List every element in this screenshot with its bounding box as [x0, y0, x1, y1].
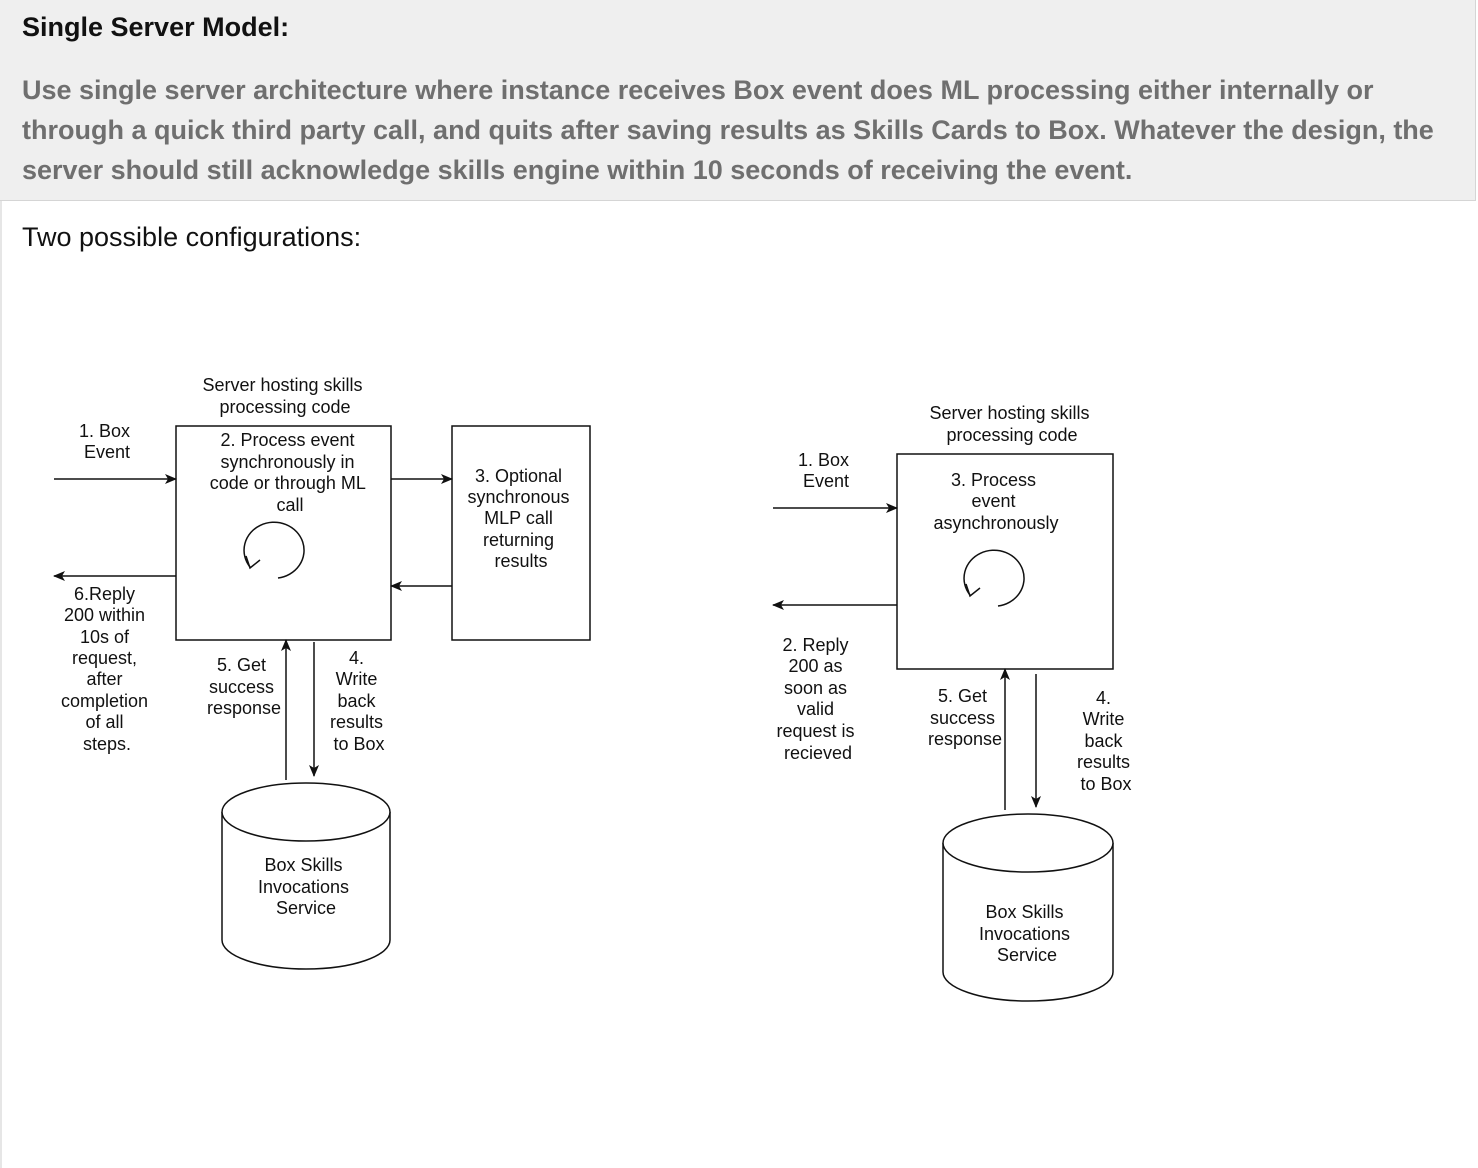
right-get-label: 5. Get success response	[928, 686, 1002, 749]
right-incoming-label: 1. Box Event	[798, 450, 854, 491]
left-get-label: 5. Get success response	[207, 655, 281, 718]
left-reply-label: 6.Reply 200 within 10s of request, after…	[61, 584, 153, 754]
left-database-cylinder	[221, 782, 391, 970]
left-mlp-box	[451, 425, 591, 641]
left-cycle-icon	[243, 521, 305, 579]
right-reply-label: 2. Reply 200 as soon as valid request is…	[776, 635, 859, 763]
diagram-left: Server hosting skills processing code 2.…	[53, 375, 591, 970]
left-server-title: Server hosting skills processing code	[202, 375, 367, 417]
right-database-cylinder	[942, 813, 1114, 1002]
left-db-text: Box Skills Invocations Service	[258, 855, 354, 918]
left-write-label: 4. Write back results to Box	[330, 648, 388, 754]
left-server-box	[175, 425, 392, 641]
left-incoming-label: 1. Box Event	[79, 421, 135, 462]
right-cycle-icon	[963, 549, 1025, 607]
right-server-title: Server hosting skills processing code	[929, 403, 1094, 445]
info-callout: Single Server Model: Use single server a…	[0, 0, 1476, 201]
left-server-text: 2. Process event synchronously in code o…	[210, 430, 370, 515]
section-subtitle: Two possible configurations:	[22, 222, 362, 252]
right-server-box	[896, 453, 1114, 670]
right-db-text: Box Skills Invocations Service	[979, 902, 1075, 965]
callout-title: Single Server Model:	[22, 12, 290, 42]
callout-body: Use single server architecture where ins…	[22, 75, 1434, 185]
left-mlp-text: 3. Optional synchronous MLP call returni…	[467, 466, 574, 571]
right-write-label: 4. Write back results to Box	[1077, 688, 1135, 794]
diagram-right: Server hosting skills processing code 3.…	[772, 403, 1135, 1002]
right-server-text: 3. Process event asynchronously	[933, 470, 1058, 533]
left-border	[0, 201, 2, 1168]
